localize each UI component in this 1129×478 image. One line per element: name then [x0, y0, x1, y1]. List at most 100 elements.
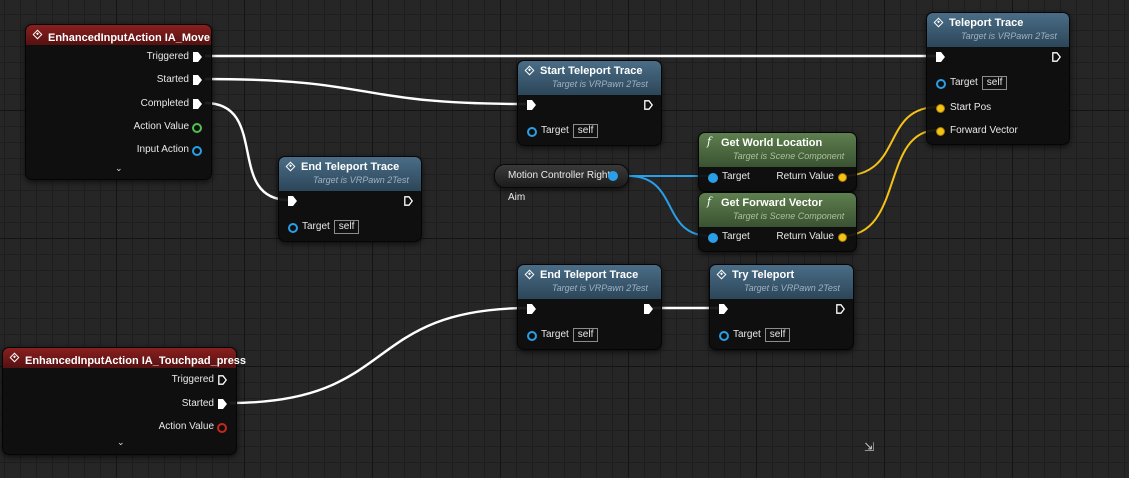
resize-grip-icon[interactable]: ⇲ — [864, 440, 875, 454]
function-node-teleport-trace[interactable]: Teleport Trace Target is VRPawn 2Test Ta… — [926, 12, 1070, 145]
function-node-end-teleport-trace[interactable]: End Teleport Trace Target is VRPawn 2Tes… — [278, 156, 422, 242]
target-label: Target — [541, 125, 569, 136]
function-node-header: Start Teleport Trace Target is VRPawn 2T… — [518, 61, 661, 95]
function-node-header: Try Teleport Target is VRPawn 2Test — [710, 265, 853, 299]
function-node-title: End Teleport Trace — [301, 161, 400, 173]
pure-node-subtitle: Target is Scene Component — [733, 211, 845, 221]
variable-getter-label: Motion Controller Right Aim — [508, 170, 611, 203]
variable-getter-motion-controller-right-aim[interactable]: Motion Controller Right Aim — [494, 164, 629, 203]
pin-label-triggered: Triggered — [146, 51, 189, 62]
target-pin[interactable] — [719, 331, 729, 341]
action-value-pin[interactable] — [192, 123, 202, 133]
function-node-title: Try Teleport — [732, 269, 795, 281]
function-diamond-icon — [524, 269, 535, 280]
chevron-down-icon[interactable]: ⌄ — [115, 163, 123, 173]
forward-vector-label: Forward Vector — [950, 125, 1018, 136]
exec-in-pin[interactable] — [719, 304, 728, 314]
target-self-field[interactable]: self — [572, 328, 599, 342]
function-node-start-teleport-trace[interactable]: Start Teleport Trace Target is VRPawn 2T… — [517, 60, 662, 146]
pin-label-action-value: Action Value — [133, 121, 189, 132]
exec-pin-started[interactable] — [193, 75, 202, 85]
exec-in-pin[interactable] — [527, 100, 536, 110]
vector-wire-world-location-to-start-pos — [841, 106, 939, 177]
return-value-pin[interactable] — [838, 233, 847, 242]
exec-out-pin[interactable] — [644, 304, 653, 314]
function-diamond-icon — [285, 161, 296, 172]
target-self-field[interactable]: self — [333, 220, 360, 234]
pure-node-subtitle: Target is Scene Component — [733, 151, 845, 161]
target-label: Target — [541, 329, 569, 340]
event-diamond-icon — [9, 352, 20, 363]
return-value-label: Return Value — [776, 171, 834, 182]
function-f-icon: f — [707, 135, 712, 148]
exec-out-pin[interactable] — [404, 196, 413, 206]
function-diamond-icon — [933, 17, 944, 28]
chevron-down-icon[interactable]: ⌄ — [117, 437, 125, 447]
target-pin[interactable] — [527, 331, 537, 341]
function-node-subtitle: Target is VRPawn 2Test — [744, 283, 840, 293]
target-self-field[interactable]: self — [764, 328, 791, 342]
exec-pin-triggered[interactable] — [193, 52, 202, 62]
exec-pin-triggered[interactable] — [218, 375, 227, 385]
target-label: Target — [302, 221, 330, 232]
function-node-try-teleport[interactable]: Try Teleport Target is VRPawn 2Test Targ… — [709, 264, 854, 350]
pin-label-input-action: Input Action — [136, 144, 189, 155]
target-pin[interactable] — [527, 127, 537, 137]
pure-node-title: Get World Location — [721, 137, 823, 149]
event-node-title: EnhancedInputAction IA_Touchpad_press — [25, 355, 247, 367]
pure-node-get-forward-vector[interactable]: f Get Forward Vector Target is Scene Com… — [698, 192, 857, 252]
exec-out-pin[interactable] — [1052, 52, 1061, 62]
start-pos-pin[interactable] — [936, 104, 945, 113]
pure-node-header: f Get Forward Vector Target is Scene Com… — [699, 193, 856, 227]
exec-pin-completed[interactable] — [193, 99, 202, 109]
pure-node-header: f Get World Location Target is Scene Com… — [699, 133, 856, 167]
start-pos-label: Start Pos — [950, 102, 992, 113]
event-node-ia-move[interactable]: EnhancedInputAction IA_Move Triggered St… — [25, 24, 212, 180]
function-diamond-icon — [524, 65, 535, 76]
pure-node-get-world-location[interactable]: f Get World Location Target is Scene Com… — [698, 132, 857, 192]
return-value-label: Return Value — [776, 231, 834, 242]
function-node-title: Start Teleport Trace — [540, 65, 643, 77]
exec-in-pin[interactable] — [288, 196, 297, 206]
target-label: Target — [733, 329, 761, 340]
event-node-ia-touchpad-press[interactable]: EnhancedInputAction IA_Touchpad_press Tr… — [2, 347, 246, 455]
pin-label-completed: Completed — [140, 98, 189, 109]
target-self-field[interactable]: self — [572, 124, 599, 138]
function-node-subtitle: Target is VRPawn 2Test — [552, 283, 648, 293]
target-pin[interactable] — [936, 79, 946, 89]
event-node-header: EnhancedInputAction IA_Touchpad_press — [3, 348, 246, 368]
target-label: Target — [722, 171, 750, 182]
target-self-field[interactable]: self — [981, 76, 1008, 90]
forward-vector-pin[interactable] — [936, 127, 945, 136]
function-f-icon: f — [707, 195, 712, 208]
event-node-header: EnhancedInputAction IA_Move — [26, 25, 211, 45]
return-value-pin[interactable] — [838, 173, 847, 182]
pin-label-started: Started — [181, 398, 214, 409]
variable-output-pin[interactable] — [608, 171, 618, 181]
function-node-title: Teleport Trace — [949, 17, 1024, 29]
function-node-header: Teleport Trace Target is VRPawn 2Test — [927, 13, 1069, 47]
action-value-pin[interactable] — [217, 423, 227, 433]
function-node-header: End Teleport Trace Target is VRPawn 2Tes… — [279, 157, 421, 191]
exec-out-pin[interactable] — [644, 100, 653, 110]
target-pin[interactable] — [708, 173, 718, 183]
input-action-pin[interactable] — [192, 146, 202, 156]
target-pin[interactable] — [288, 223, 298, 233]
target-label: Target — [722, 231, 750, 242]
function-node-subtitle: Target is VRPawn 2Test — [961, 31, 1057, 41]
pure-node-title: Get Forward Vector — [721, 197, 823, 209]
event-diamond-icon — [32, 29, 43, 40]
pin-label-triggered: Triggered — [171, 374, 214, 385]
exec-in-pin[interactable] — [527, 304, 536, 314]
exec-pin-started[interactable] — [218, 399, 227, 409]
exec-in-pin[interactable] — [936, 52, 945, 62]
function-node-header: End Teleport Trace Target is VRPawn 2Tes… — [518, 265, 661, 299]
exec-out-pin[interactable] — [836, 304, 845, 314]
target-pin[interactable] — [708, 233, 718, 243]
pin-label-started: Started — [156, 74, 189, 85]
function-node-end-teleport-trace-2[interactable]: End Teleport Trace Target is VRPawn 2Tes… — [517, 264, 662, 350]
function-diamond-icon — [716, 269, 727, 280]
